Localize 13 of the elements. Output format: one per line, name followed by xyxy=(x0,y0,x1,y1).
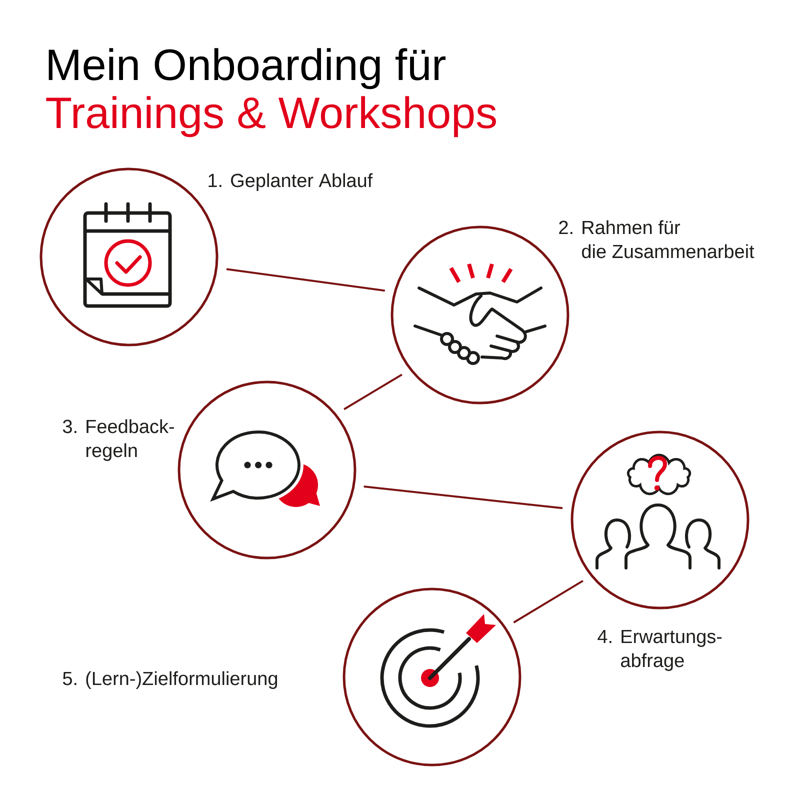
connector-line xyxy=(364,485,563,510)
step-label: 2. Rahmen für die Zusammenarbeit xyxy=(559,220,754,258)
step-label: 5. (Lern-)Zielformulierung xyxy=(62,671,278,689)
step-circle xyxy=(342,588,522,766)
connector-line xyxy=(344,374,402,410)
step-label: 3. Feedback- regeln xyxy=(62,419,174,461)
step-label: 1. Geplanter Ablauf xyxy=(208,173,373,191)
heading: Mein Onboarding für Trainings & Workshops xyxy=(46,48,496,138)
step-label: 4. Erwartungs- abfrage xyxy=(598,630,722,671)
connector-line xyxy=(513,580,584,624)
step-circle xyxy=(570,430,750,610)
connector-line xyxy=(226,268,386,292)
step-circle xyxy=(178,380,356,560)
